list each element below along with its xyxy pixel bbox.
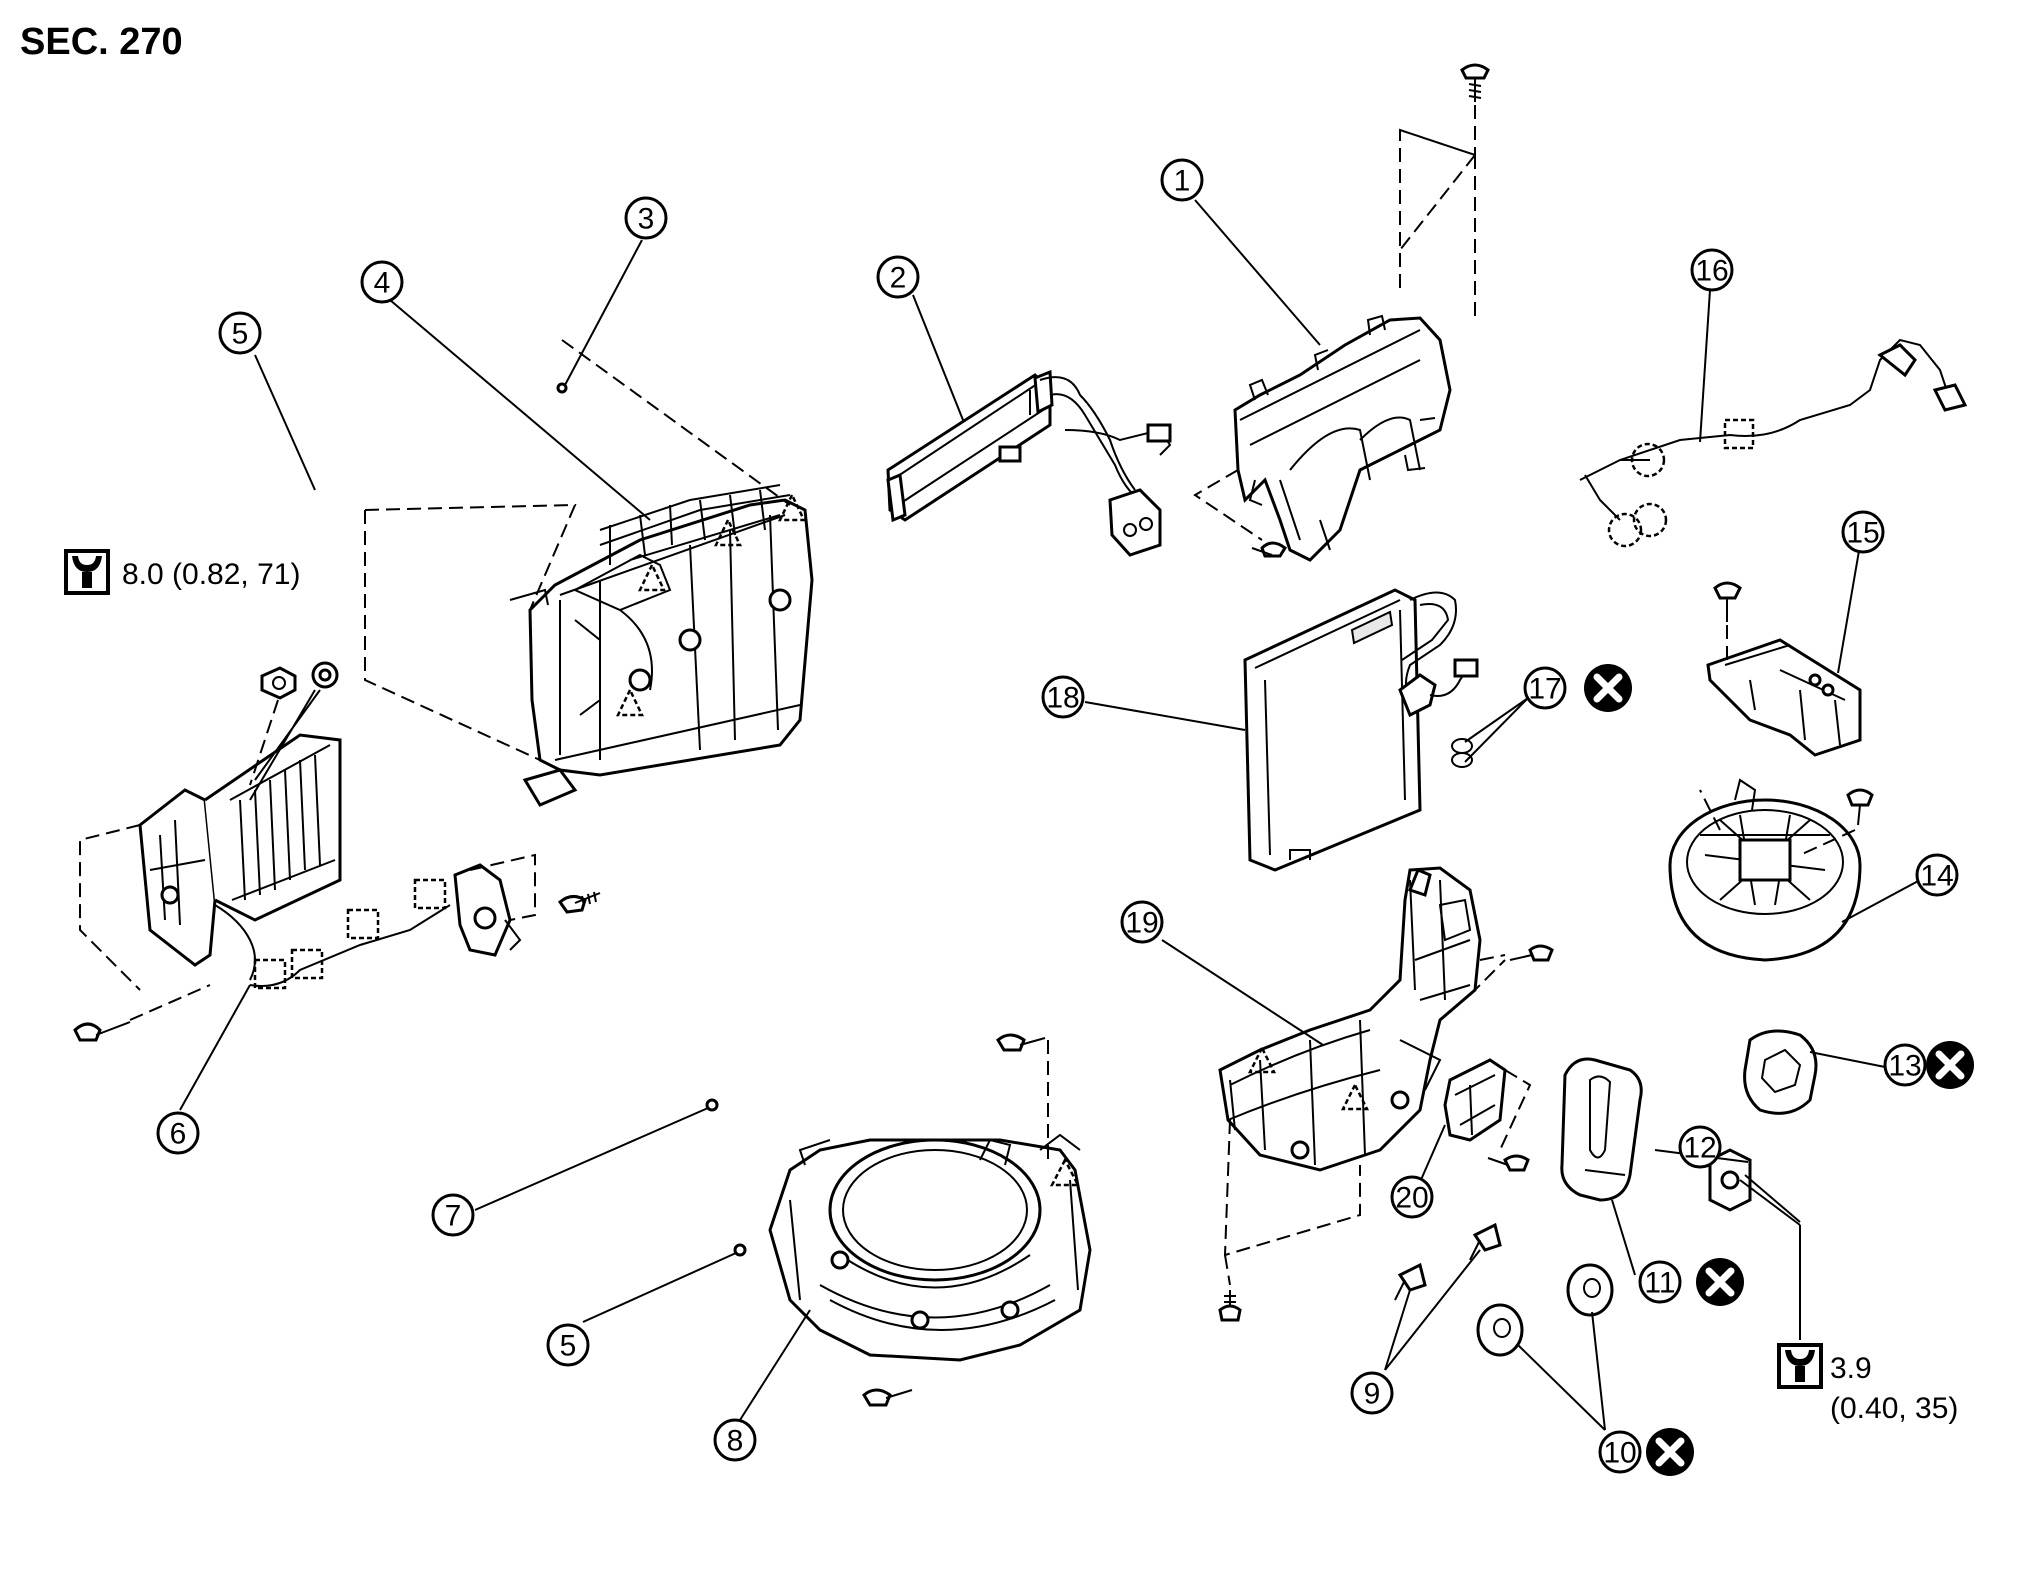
- callout-12: 12: [1678, 1125, 1722, 1169]
- screw-icon: [1251, 541, 1287, 558]
- heater-core-part: [886, 369, 1172, 557]
- callout-number: 5: [232, 318, 249, 351]
- callout-number: 12: [1683, 1132, 1716, 1165]
- callout-number: 10: [1603, 1437, 1636, 1470]
- do-not-reuse-x-icon: [1926, 1041, 1974, 1089]
- callout-5: 5: [546, 1323, 590, 1367]
- grommet-part: [1743, 1029, 1818, 1115]
- callout-18: 18: [1041, 675, 1085, 719]
- screw-icon: [73, 1021, 131, 1042]
- callout-4: 4: [360, 260, 404, 304]
- callout-2: 2: [876, 255, 920, 299]
- do-not-reuse-x-icon: [1696, 1258, 1744, 1306]
- duct-part: [1443, 1058, 1532, 1151]
- torque-value: 8.0 (0.82, 71): [122, 558, 300, 591]
- blower-case-part: [705, 1033, 1092, 1407]
- callout-number: 6: [170, 1118, 187, 1151]
- callout-8: 8: [713, 1418, 757, 1462]
- callout-number: 15: [1846, 517, 1879, 550]
- callout-number: 14: [1920, 860, 1953, 893]
- callout-number: 19: [1125, 907, 1158, 940]
- callout-19: 19: [1120, 900, 1164, 944]
- callout-number: 3: [638, 203, 655, 236]
- screw-icon: [996, 1033, 1046, 1052]
- section-title: SEC. 270: [20, 21, 183, 63]
- torque-value-secondary: (0.40, 35): [1830, 1392, 1958, 1425]
- callout-number: 11: [1644, 1267, 1675, 1300]
- o-ring-part: [1451, 738, 1473, 768]
- insulator-part: [1476, 1263, 1614, 1357]
- callout-number: 7: [445, 1200, 462, 1233]
- callout-number: 16: [1695, 255, 1728, 288]
- callout-9: 9: [1350, 1371, 1394, 1415]
- seal-part: [1560, 1057, 1643, 1202]
- torque-wrench-icon: [64, 549, 110, 595]
- screw-icon: [1846, 788, 1874, 826]
- callout-3: 3: [624, 196, 668, 240]
- callout-number: 17: [1528, 673, 1561, 706]
- callout-number: 20: [1395, 1182, 1428, 1215]
- callout-17: 17: [1523, 666, 1567, 710]
- screw-icon: [1460, 63, 1490, 102]
- clip-part: [1394, 1222, 1502, 1301]
- torque-value: 3.9: [1830, 1352, 1872, 1385]
- do-not-reuse-layer: [1584, 664, 1974, 1476]
- callout-number: 4: [374, 267, 391, 300]
- lower-case-part: [1218, 866, 1554, 1322]
- motor-bracket-part: [1708, 1148, 1801, 1226]
- callout-10: 10: [1598, 1430, 1642, 1474]
- screw-icon: [1713, 581, 1742, 622]
- callout-13: 13: [1883, 1043, 1927, 1087]
- nut-icon: [260, 666, 297, 700]
- screw-icon: [1509, 944, 1554, 962]
- callout-11: 11: [1638, 1260, 1682, 1304]
- do-not-reuse-x-icon: [1584, 664, 1632, 712]
- callout-15: 15: [1841, 510, 1885, 554]
- screw-icon: [1218, 1290, 1242, 1322]
- blower-harness-part: [1579, 338, 1968, 548]
- torque-wrench-icon: [1777, 1343, 1823, 1389]
- callout-14: 14: [1915, 853, 1959, 897]
- callout-number: 18: [1046, 682, 1079, 715]
- screw-icon: [557, 891, 601, 914]
- heater-unit-part: [138, 661, 342, 981]
- callout-number: 2: [890, 262, 907, 295]
- callout-20: 20: [1390, 1175, 1434, 1219]
- screw-icon: [862, 1388, 913, 1407]
- screw-icon: [1487, 1154, 1530, 1172]
- blower-motor-bracket-part: [1706, 581, 1862, 757]
- air-mix-door-housing-part: [364, 339, 814, 807]
- blower-motor-part: [1668, 778, 1874, 962]
- callout-number: 5: [560, 1330, 577, 1363]
- callout-number: 1: [1174, 165, 1191, 198]
- callout-5: 5: [218, 311, 262, 355]
- actuator-harness-part: [73, 666, 601, 1042]
- callout-6: 6: [156, 1111, 200, 1155]
- evaporator-part: [1243, 588, 1479, 872]
- callout-1: 1: [1160, 158, 1204, 202]
- torque-spec: 3.9 (0.40, 35): [1777, 1343, 1958, 1425]
- callout-7: 7: [431, 1193, 475, 1237]
- do-not-reuse-x-icon: [1646, 1428, 1694, 1476]
- callout-number: 13: [1888, 1050, 1921, 1083]
- torque-spec: 8.0 (0.82, 71): [64, 549, 300, 595]
- upper-case-part: [1193, 63, 1490, 562]
- callout-16: 16: [1690, 248, 1734, 292]
- callout-number: 8: [727, 1425, 744, 1458]
- leader-lines: [179, 199, 1921, 1431]
- callout-number: 9: [1364, 1378, 1381, 1411]
